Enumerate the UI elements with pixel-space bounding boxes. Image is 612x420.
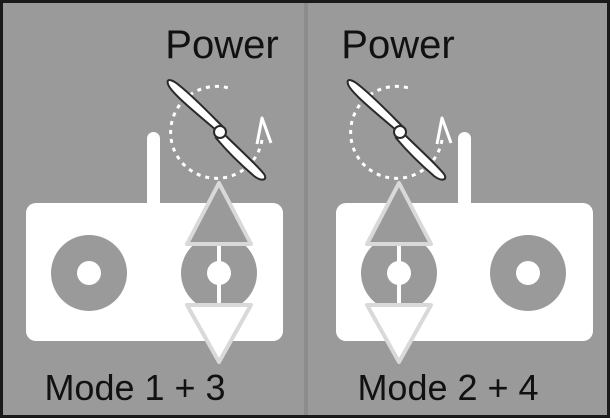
arrow-up-icon <box>365 181 433 246</box>
arrow-down-icon <box>185 303 253 364</box>
control-stick-icon <box>490 235 566 311</box>
arrow-up-icon <box>185 181 253 246</box>
mode-label: Mode 1 + 3 <box>44 367 225 408</box>
control-stick-icon <box>361 235 437 311</box>
rotation-arrow-icon <box>349 84 453 180</box>
control-stick-icon <box>181 235 257 311</box>
mode-label: Mode 2 + 4 <box>357 367 538 408</box>
panel-mode-1-3: Power Mode 1 + 3 <box>26 23 283 408</box>
antenna-icon <box>147 132 160 214</box>
antenna-icon <box>458 132 471 214</box>
propeller-icon <box>166 79 267 181</box>
control-stick-icon <box>51 235 127 311</box>
power-label: Power <box>165 23 278 67</box>
propeller-icon <box>346 79 447 181</box>
rotation-arrow-icon <box>169 84 273 180</box>
power-label: Power <box>341 23 454 67</box>
panel-mode-2-4: Power Mode 2 + 4 <box>336 23 593 408</box>
arrow-down-icon <box>365 303 433 364</box>
